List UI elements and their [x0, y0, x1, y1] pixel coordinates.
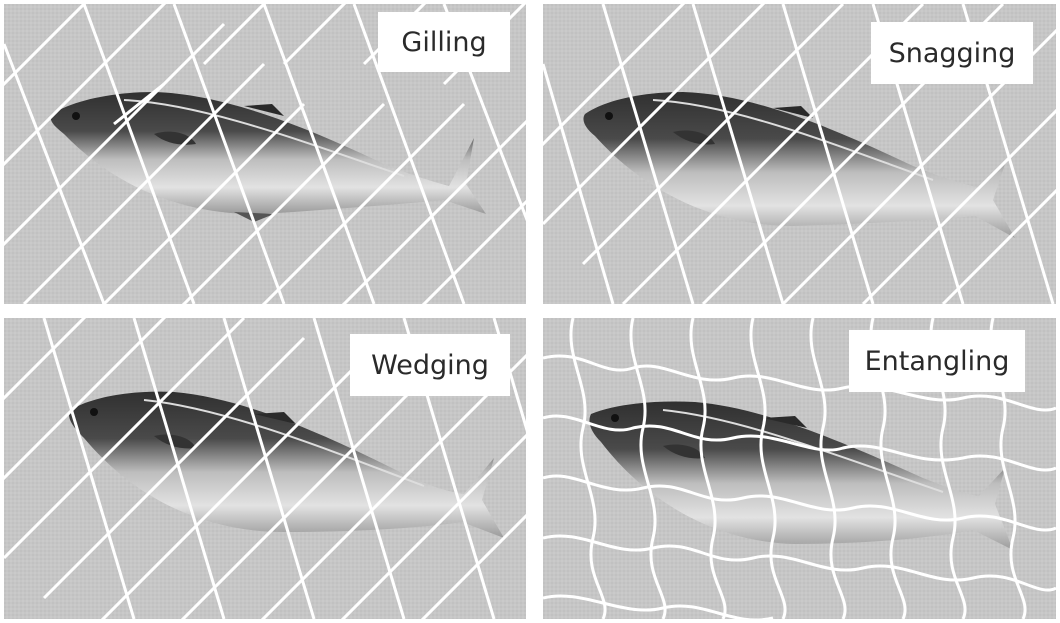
panel-snagging: Snagging: [543, 4, 1056, 304]
panel-label: Gilling: [378, 12, 510, 72]
panel-label: Wedging: [350, 334, 510, 396]
panel-label: Entangling: [849, 330, 1025, 392]
panel-entangling: Entangling: [543, 318, 1056, 619]
panel-gilling: Gilling: [4, 4, 526, 304]
panel-label: Snagging: [871, 22, 1033, 84]
panel-wedging: Wedging: [4, 318, 526, 619]
